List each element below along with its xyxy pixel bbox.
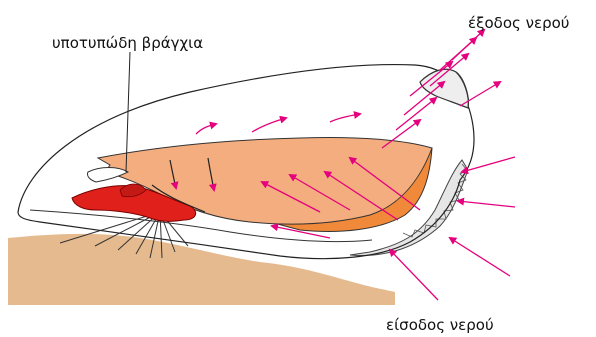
water-outlet-label: έξοδος νερού (468, 16, 569, 31)
water-inlet-label: είσοδος νερού (386, 318, 494, 333)
gill-label: υποτυπώδη βράγχια (52, 36, 203, 51)
reduced-gill (87, 168, 128, 183)
exhalant-siphon (420, 69, 468, 108)
